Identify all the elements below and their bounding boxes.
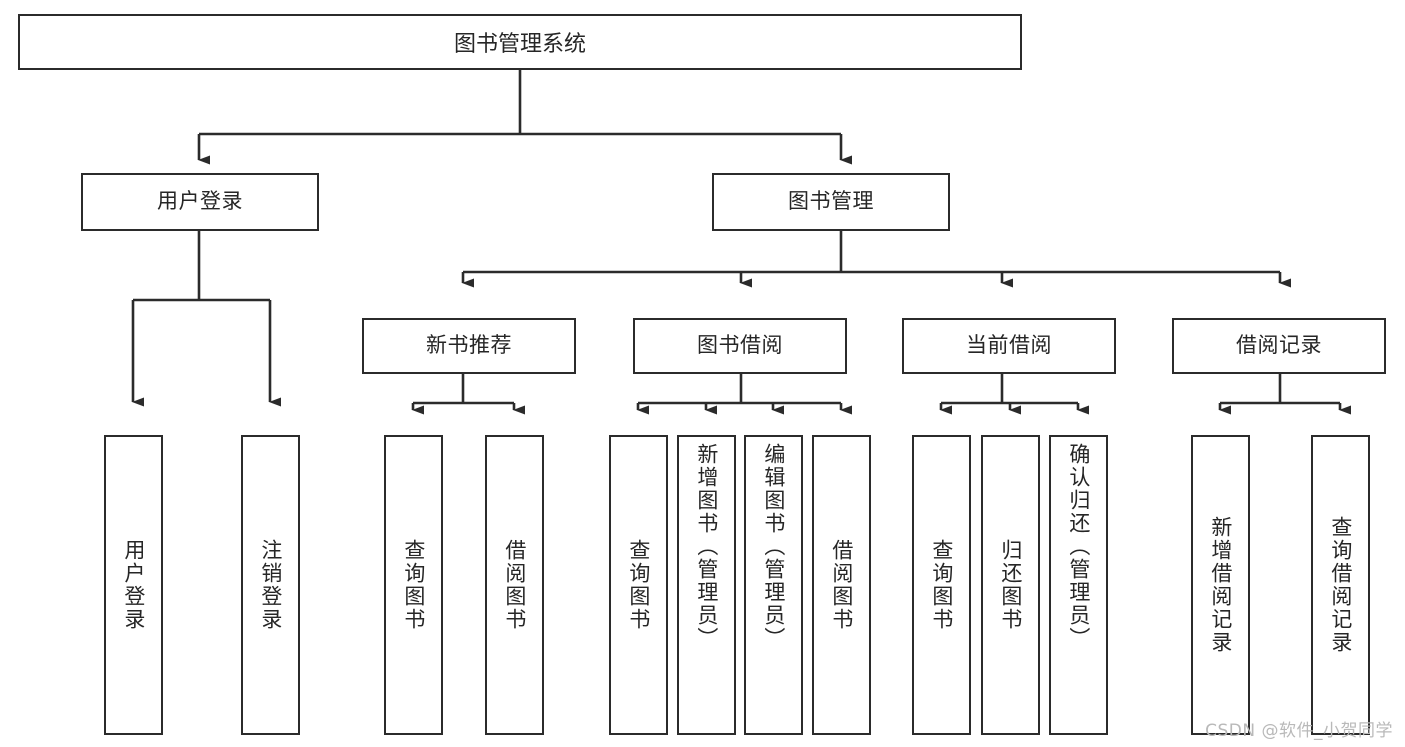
node-book-manage-label: 图书管理	[788, 189, 874, 214]
leaf-borrow-book-2[interactable]: 借阅图书	[812, 435, 871, 735]
node-root[interactable]: 图书管理系统	[18, 14, 1022, 70]
leaf-query-borrow-record[interactable]: 查询借阅记录	[1311, 435, 1370, 735]
leaf-borrow-book-1[interactable]: 借阅图书	[485, 435, 544, 735]
node-user-login[interactable]: 用户登录	[81, 173, 319, 231]
leaf-add-borrow-record-label: 新增借阅记录	[1208, 516, 1233, 654]
leaf-user-login-label: 用户登录	[121, 539, 146, 631]
leaf-query-book-1[interactable]: 查询图书	[384, 435, 443, 735]
node-borrow-record[interactable]: 借阅记录	[1172, 318, 1386, 374]
leaf-query-borrow-record-label: 查询借阅记录	[1328, 516, 1353, 654]
node-borrow-record-label: 借阅记录	[1236, 333, 1322, 358]
leaf-query-book-3-label: 查询图书	[929, 539, 954, 631]
leaf-query-book-2-label: 查询图书	[626, 539, 651, 631]
node-current-borrow[interactable]: 当前借阅	[902, 318, 1116, 374]
leaf-confirm-return-admin-label: 确认归还（管理员）	[1066, 443, 1091, 650]
leaf-add-book-admin[interactable]: 新增图书（管理员）	[677, 435, 736, 735]
node-current-borrow-label: 当前借阅	[966, 333, 1052, 358]
leaf-add-borrow-record[interactable]: 新增借阅记录	[1191, 435, 1250, 735]
node-book-manage[interactable]: 图书管理	[712, 173, 950, 231]
node-new-book-recommend-label: 新书推荐	[426, 333, 512, 358]
leaf-edit-book-admin[interactable]: 编辑图书（管理员）	[744, 435, 803, 735]
leaf-query-book-2[interactable]: 查询图书	[609, 435, 668, 735]
leaf-query-book-1-label: 查询图书	[401, 539, 426, 631]
node-book-borrow[interactable]: 图书借阅	[633, 318, 847, 374]
leaf-borrow-book-2-label: 借阅图书	[829, 539, 854, 631]
node-new-book-recommend[interactable]: 新书推荐	[362, 318, 576, 374]
leaf-query-book-3[interactable]: 查询图书	[912, 435, 971, 735]
leaf-confirm-return-admin[interactable]: 确认归还（管理员）	[1049, 435, 1108, 735]
leaf-return-book-label: 归还图书	[998, 539, 1023, 631]
csdn-watermark: CSDN @软件_小贺同学	[1205, 721, 1393, 741]
leaf-borrow-book-1-label: 借阅图书	[502, 539, 527, 631]
node-user-login-label: 用户登录	[157, 189, 243, 214]
leaf-edit-book-admin-label: 编辑图书（管理员）	[761, 443, 786, 650]
leaf-user-logout-label: 注销登录	[258, 539, 283, 631]
leaf-return-book[interactable]: 归还图书	[981, 435, 1040, 735]
node-book-borrow-label: 图书借阅	[697, 333, 783, 358]
leaf-user-logout[interactable]: 注销登录	[241, 435, 300, 735]
leaf-user-login[interactable]: 用户登录	[104, 435, 163, 735]
node-root-label: 图书管理系统	[453, 32, 586, 57]
leaf-add-book-admin-label: 新增图书（管理员）	[694, 443, 719, 650]
